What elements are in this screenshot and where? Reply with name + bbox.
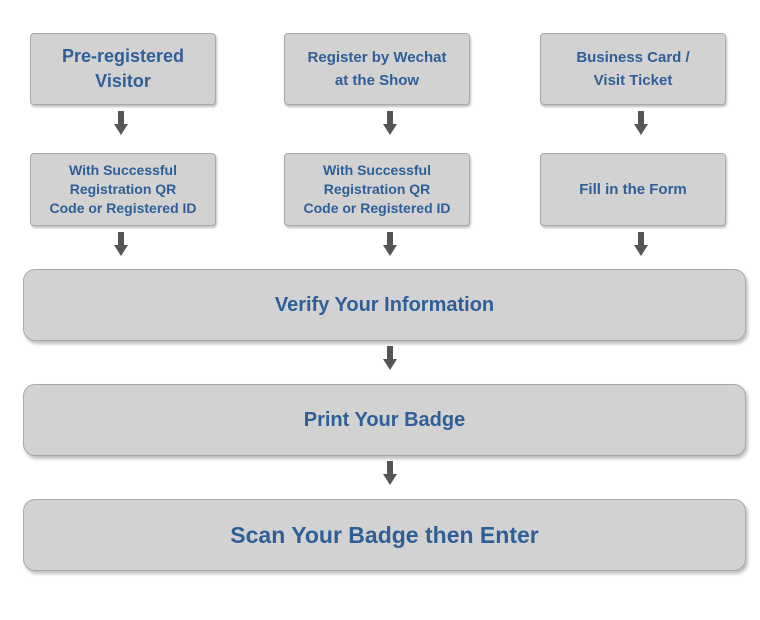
down-arrow-icon bbox=[383, 232, 397, 256]
down-arrow-icon bbox=[114, 111, 128, 135]
down-arrow-icon bbox=[383, 346, 397, 370]
down-arrow-icon bbox=[383, 111, 397, 135]
down-arrow-icon bbox=[634, 232, 648, 256]
down-arrow-icon bbox=[634, 111, 648, 135]
pre-registered-condition-box: With Successful Registration QR Code or … bbox=[30, 153, 216, 226]
wechat-condition-box: With Successful Registration QR Code or … bbox=[284, 153, 470, 226]
pre-registered-visitor-box: Pre-registered Visitor bbox=[30, 33, 216, 105]
down-arrow-icon bbox=[114, 232, 128, 256]
scan-badge-enter-box: Scan Your Badge then Enter bbox=[23, 499, 746, 571]
business-card-box: Business Card / Visit Ticket bbox=[540, 33, 726, 105]
verify-information-box: Verify Your Information bbox=[23, 269, 746, 341]
fill-form-box: Fill in the Form bbox=[540, 153, 726, 226]
print-badge-box: Print Your Badge bbox=[23, 384, 746, 456]
wechat-register-box: Register by Wechat at the Show bbox=[284, 33, 470, 105]
down-arrow-icon bbox=[383, 461, 397, 485]
